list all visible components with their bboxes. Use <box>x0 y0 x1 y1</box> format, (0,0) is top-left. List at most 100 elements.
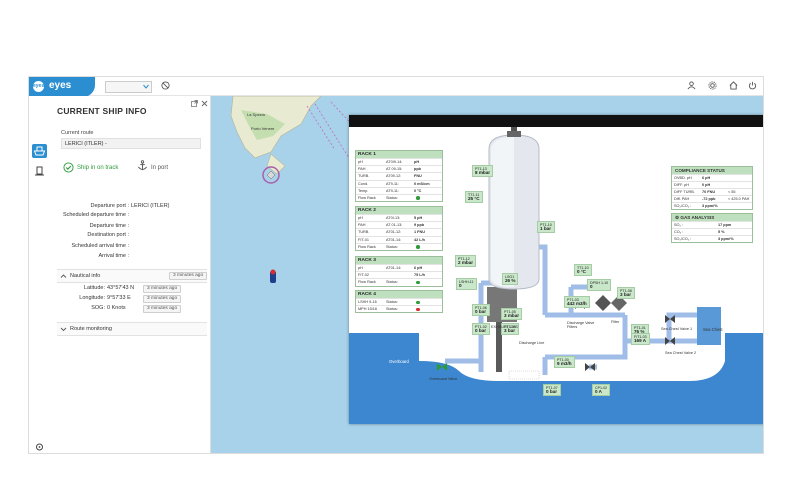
rail-tank-button[interactable] <box>32 164 47 178</box>
info-key: Arrival time : <box>98 253 129 259</box>
exhaust-gas-label: EXHAUST GAS <box>491 325 518 329</box>
rack-cell: PAH <box>358 167 366 172</box>
sensor-id: PT1-04 <box>504 324 516 329</box>
rack-cell: pH <box>358 216 363 220</box>
user-icon[interactable] <box>687 81 696 90</box>
rack-cell: Temp. <box>358 188 369 193</box>
rack-cell: pH <box>414 160 420 164</box>
sensor-value: 9 m3/h <box>557 360 572 366</box>
status-dot <box>416 300 420 304</box>
app-logo[interactable]: eyes eyes <box>29 77 95 97</box>
rail-ship-info-button[interactable] <box>32 144 47 158</box>
compliance-row: DIFF TURB.70 FNU< 55 <box>672 188 752 195</box>
gear-icon[interactable] <box>708 81 717 90</box>
rack-cell: AT 09-15: <box>386 167 403 172</box>
compliance-cell: OVBD. pH <box>674 176 692 180</box>
sensor-value: 25 °C <box>468 195 480 201</box>
sensor-value: 0 bar <box>475 308 486 314</box>
sea-chest-valve-2-label: Sea Chest Valve 2 <box>665 351 697 355</box>
check-circle-icon <box>63 162 74 173</box>
compliance-cell: DIFF. pH <box>674 183 689 187</box>
discharge-line-label: Discharge Line <box>519 341 545 345</box>
gas-row: SO₂/CO₂ :3 ppm/% <box>672 235 752 242</box>
info-row: Scheduled arrival time : <box>59 243 205 251</box>
map-view[interactable]: La Spezia Porto Venere <box>211 96 763 453</box>
rail-target-button[interactable] <box>32 440 47 453</box>
sea-chest-valve-1-label: Sea Chest Valve 1 <box>661 327 693 331</box>
vessel-select[interactable] <box>105 81 152 93</box>
compliance-cell: 70 FNU <box>702 190 716 194</box>
diagram-title-bar <box>349 115 763 127</box>
route-monitoring-section[interactable]: Route monitoring <box>57 322 207 336</box>
gas-cell: SO₂ : <box>674 223 684 227</box>
gas-cell: 3 ppm/% <box>718 237 734 241</box>
power-icon[interactable] <box>748 81 757 90</box>
rack-row: TURB.AT01-12:1 FNU <box>356 228 442 235</box>
sensor-id: PT1-02 <box>475 324 487 329</box>
gas-cell: 5 % <box>718 230 725 234</box>
nautical-time-badge: 3 minutes ago <box>143 305 182 313</box>
info-key: Scheduled departure time : <box>62 212 129 218</box>
rack-cell: Status: <box>386 280 398 285</box>
status-dot <box>416 196 420 200</box>
chevron-up-icon <box>60 274 67 278</box>
info-row: Arrival time : <box>59 253 205 261</box>
overboard-valve-label: Overboard Valve <box>429 377 458 381</box>
popout-icon[interactable] <box>191 100 198 107</box>
sensor-value: 1 bar <box>540 225 551 231</box>
compliance-cell: < 425.0 PAH <box>728 197 750 201</box>
gas-cell: 17 ppm <box>718 223 732 227</box>
rack-cell: AT01-12: <box>386 230 402 235</box>
discharge-valve-label: Discharge Valve Filters <box>567 321 595 329</box>
close-icon[interactable] <box>201 100 208 107</box>
sensor-id: LSG1 <box>505 274 515 279</box>
nautical-info-section[interactable]: Nautical info 3 minutes ago <box>57 269 208 283</box>
rack-cell: Status: <box>386 244 398 249</box>
map-label: Porto Venere <box>251 126 275 131</box>
rack-cell: AT0I9-14: <box>386 160 403 164</box>
rack-cell: PAH <box>358 223 366 228</box>
sensor-id: TT1-11 <box>468 192 480 197</box>
nautical-key: Latitude: <box>83 285 105 291</box>
nautical-value: 9°57'33 E <box>107 295 131 301</box>
home-icon[interactable] <box>729 81 738 90</box>
sensor-id: TT1-10 <box>577 265 589 270</box>
rack-cell: Flow Rack <box>358 244 376 249</box>
sensor-value: 26 % <box>505 277 516 283</box>
nautical-time-badge: 3 minutes ago <box>143 285 182 293</box>
map-land <box>230 96 358 283</box>
sensor-id: PT1-07 <box>546 385 558 390</box>
rack-row: Temp.AT9-11:0 °C <box>356 186 442 194</box>
sensor-value: 3 bar <box>504 327 515 333</box>
rack-cell: 5 pH <box>414 216 423 220</box>
route-field[interactable]: LERICI (ITLER) - <box>61 138 201 149</box>
sensor-value: 0 °C <box>577 268 586 274</box>
ban-icon[interactable] <box>161 81 170 90</box>
sensor-id: PT1-13 <box>475 166 487 171</box>
